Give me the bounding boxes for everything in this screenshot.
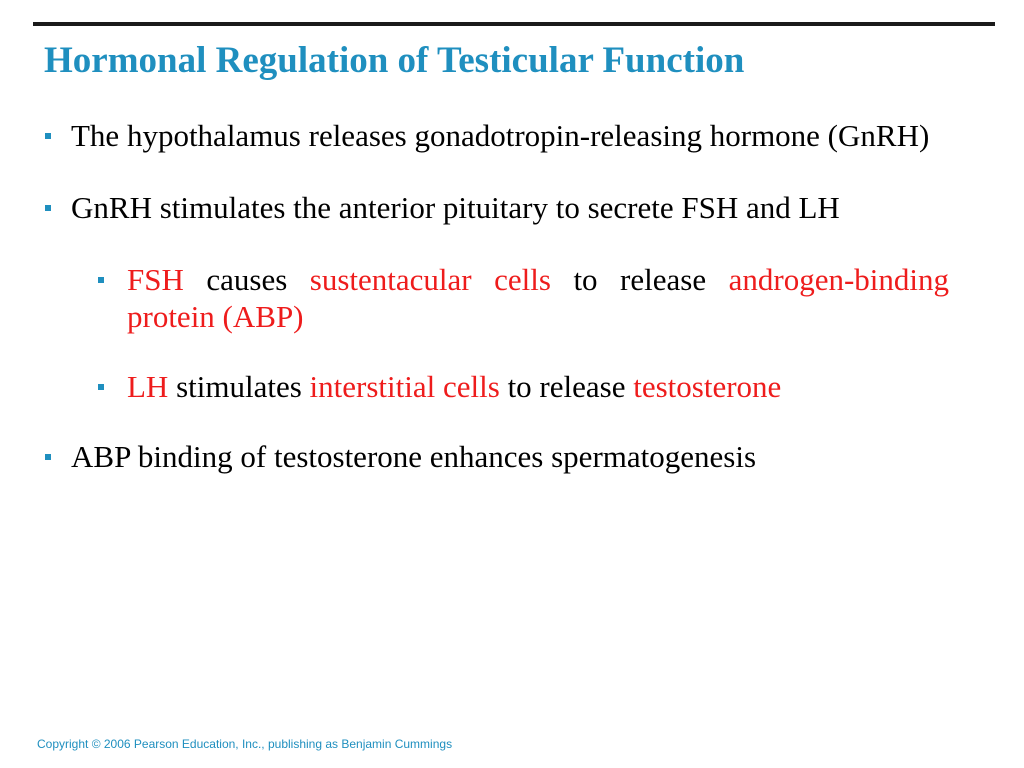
square-bullet-icon [98, 277, 104, 283]
highlight-term: interstitial cells [309, 369, 500, 404]
slide-title: Hormonal Regulation of Testicular Functi… [44, 40, 745, 81]
bullet-item: ABP binding of testosterone enhances spe… [44, 438, 949, 475]
highlight-term: LH [127, 369, 169, 404]
highlight-term: androgen-binding protein (ABP) [127, 262, 949, 334]
highlight-term: testosterone [633, 369, 782, 404]
bullet-item: The hypothalamus releases gonadotropin-r… [44, 117, 949, 154]
bullet-text: to release [550, 262, 729, 297]
bullet-text: ABP binding of testosterone enhances spe… [71, 439, 757, 474]
square-bullet-icon [45, 454, 51, 460]
square-bullet-icon [45, 205, 51, 211]
sub-bullet-item: FSH causes sustentacular cells to releas… [44, 261, 949, 335]
highlight-term: FSH [127, 262, 184, 297]
bullet-list: The hypothalamus releases gonadotropin-r… [44, 117, 949, 475]
highlight-term: sustentacular cells [309, 262, 551, 297]
square-bullet-icon [98, 384, 104, 390]
bullet-text: GnRH stimulates the anterior pituitary t… [71, 190, 840, 225]
bullet-text: stimulates [168, 369, 310, 404]
top-rule [33, 22, 995, 26]
sub-bullet-item: LH stimulates interstitial cells to rele… [44, 368, 949, 405]
bullet-text: to release [499, 369, 634, 404]
bullet-text: The hypothalamus releases gonadotropin-r… [71, 118, 930, 153]
bullet-text: causes [183, 262, 310, 297]
copyright-footer: Copyright © 2006 Pearson Education, Inc.… [37, 737, 453, 751]
square-bullet-icon [45, 133, 51, 139]
bullet-item: GnRH stimulates the anterior pituitary t… [44, 189, 949, 226]
